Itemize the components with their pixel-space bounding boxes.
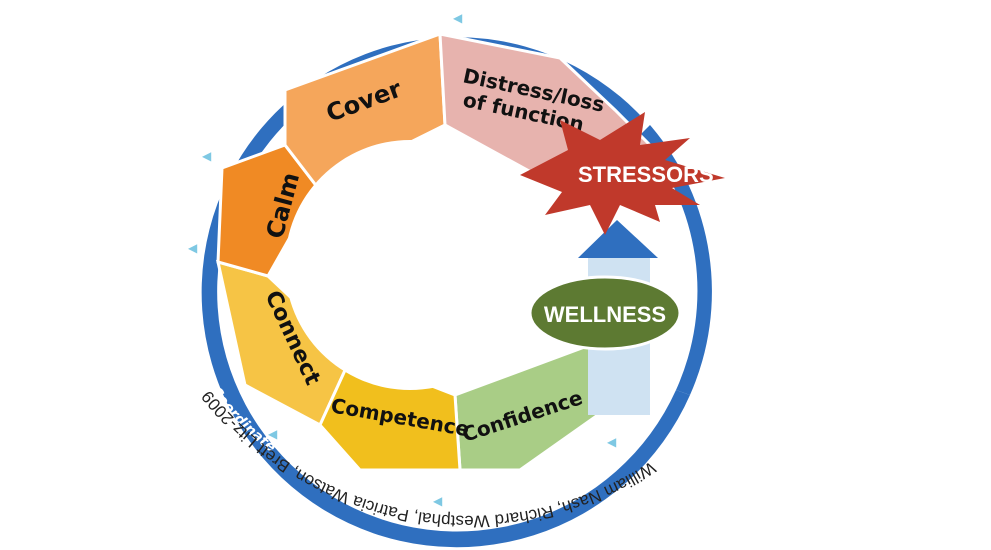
ring-arrow-icon: ◀ [607, 435, 617, 449]
starburst-icon [520, 112, 725, 235]
wellness-label: WELLNESS [544, 302, 666, 327]
stressors-burst: STRESSORS [520, 112, 725, 235]
wellness-oval [528, 275, 682, 351]
ring-arrow-icon: ◀ [188, 241, 198, 255]
ring-arrow-icon: ◀ [453, 11, 463, 25]
stressors-label: STRESSORS [578, 162, 714, 187]
wellness-badge: WELLNESS [528, 275, 682, 351]
center-hole [285, 140, 535, 390]
ring-arrow-icon: ◀ [202, 149, 212, 163]
ring-arrow-icon: ◀ [268, 427, 278, 441]
ring-arrow-icon: ◀ [433, 494, 443, 508]
arrow-head-icon [578, 220, 658, 258]
